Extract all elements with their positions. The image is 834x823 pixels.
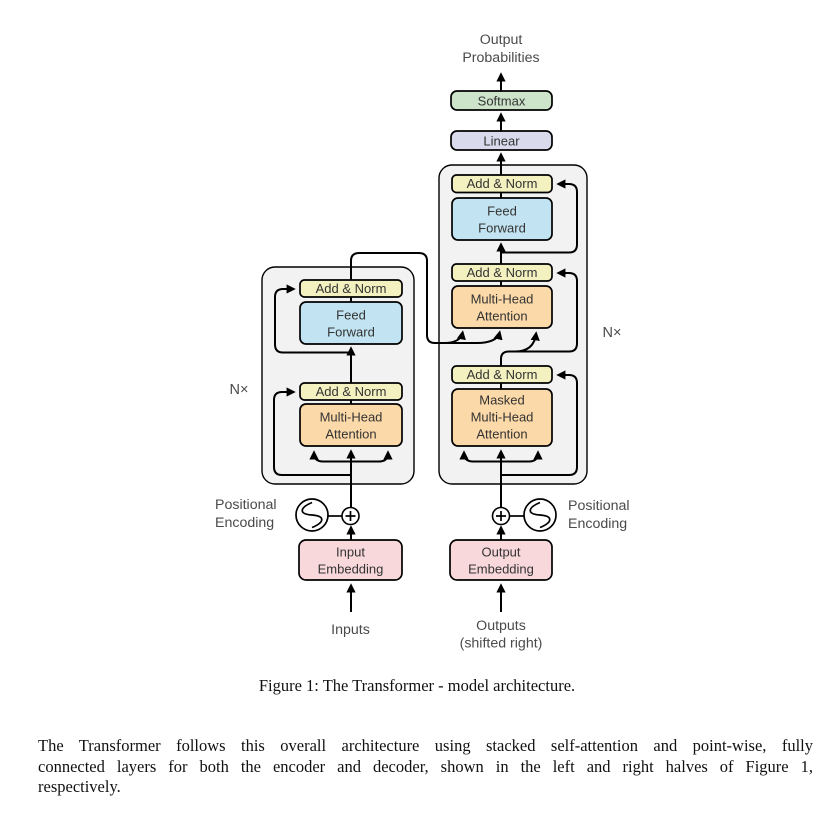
encoder-qkv-branch-left	[309, 450, 351, 463]
output-embedding-box	[449, 539, 553, 581]
decoder-addnorm-bottom-box	[451, 365, 553, 384]
output-probabilities-label-2: Probabilities	[462, 50, 539, 66]
add-icon-plus-glyph	[496, 511, 506, 521]
figure-labels: Output Probabilities N× N× Positional En…	[215, 32, 630, 652]
encoder-attention-residual	[273, 387, 351, 476]
positional-encoding-label-right-2: Encoding	[568, 516, 627, 532]
decoder-mha-label-1: Multi-Head	[471, 292, 534, 307]
masked-mha-label-1: Masked	[479, 393, 525, 408]
encoder-block	[261, 266, 415, 485]
input-embedding-label-1: Input	[336, 545, 365, 560]
positional-encoding-symbols	[295, 498, 557, 532]
body-line: connected layers for both the encoder an…	[38, 756, 813, 776]
decoder-query-and-residual	[500, 268, 578, 366]
decoder-ff-residual	[501, 179, 578, 254]
positional-encoding-label-left-2: Encoding	[215, 515, 274, 531]
connection-lines	[273, 72, 578, 612]
body-paragraph: The Transformer follows this overall arc…	[38, 736, 813, 798]
n-times-label-right: N×	[603, 325, 622, 341]
add-icon-plus-glyph	[345, 511, 356, 521]
decoder-addnorm-top-box	[451, 174, 553, 194]
input-embedding-box	[298, 539, 403, 581]
encoder-qkv-branch-right	[351, 450, 393, 463]
body-line: The Transformer follows this overall arc…	[38, 736, 813, 755]
encoder-feed-forward-box	[299, 301, 403, 345]
encoder-ff-residual	[274, 284, 351, 354]
masked-qkv-branch-right	[501, 450, 543, 463]
positional-encoding-label-right-1: Positional	[568, 498, 630, 514]
decoder-addnorm-top-label: Add & Norm	[467, 176, 538, 191]
encoder-feed-forward-label-2: Forward	[327, 325, 375, 340]
decoder-feed-forward-label-1: Feed	[487, 204, 517, 219]
encoder-addnorm-top-label: Add & Norm	[316, 281, 387, 296]
encoder-mha-label-2: Attention	[325, 427, 376, 442]
decoder-feed-forward-box	[451, 197, 553, 241]
masked-attention-residual	[501, 370, 578, 476]
encoder-feed-forward-label-1: Feed	[336, 308, 366, 323]
transformer-architecture-figure: Softmax Linear Add & Norm Feed Forward A…	[215, 32, 630, 652]
encoder-mha-label-1: Multi-Head	[320, 410, 383, 425]
decoder-addnorm-mid-box	[451, 263, 553, 282]
positional-encoding-label-left-1: Positional	[215, 497, 277, 513]
masked-qkv-branch-left	[459, 450, 501, 463]
input-embedding-label-2: Embedding	[318, 562, 384, 577]
outputs-label-1: Outputs	[476, 618, 526, 634]
bridge-key-branch	[443, 330, 466, 344]
output-probabilities-label-1: Output	[480, 32, 523, 48]
n-times-label-left: N×	[230, 382, 249, 398]
encoder-addnorm-top-box	[299, 279, 403, 298]
encoder-to-decoder-bridge	[350, 252, 503, 344]
sine-wave-glyph	[301, 501, 323, 529]
linear-label: Linear	[483, 134, 520, 149]
encoder-addnorm-bottom-box	[299, 382, 403, 401]
linear-box	[450, 130, 553, 151]
body-line: respectively.	[38, 777, 121, 797]
outputs-label-2: (shifted right)	[460, 636, 543, 652]
decoder-mha-box	[451, 285, 553, 329]
layer-boxes: Softmax Linear Add & Norm Feed Forward A…	[298, 90, 553, 581]
sine-wave-glyph	[529, 501, 551, 529]
decoder-query-branch	[514, 331, 540, 353]
decoder-addnorm-bottom-label: Add & Norm	[467, 367, 538, 382]
output-embedding-label-1: Output	[481, 545, 520, 560]
inputs-label: Inputs	[331, 622, 370, 638]
softmax-label: Softmax	[478, 94, 526, 109]
masked-mha-box	[451, 388, 553, 447]
encoder-addnorm-bottom-label: Add & Norm	[316, 384, 387, 399]
softmax-box	[450, 90, 553, 111]
decoder-mha-label-2: Attention	[476, 309, 527, 324]
masked-mha-label-3: Attention	[476, 427, 527, 442]
masked-mha-label-2: Multi-Head	[471, 410, 534, 425]
decoder-addnorm-mid-label: Add & Norm	[467, 265, 538, 280]
output-embedding-label-2: Embedding	[468, 562, 534, 577]
figure-caption: Figure 1: The Transformer - model archit…	[258, 676, 576, 695]
encoder-mha-box	[299, 403, 403, 447]
decoder-feed-forward-label-2: Forward	[478, 221, 526, 236]
